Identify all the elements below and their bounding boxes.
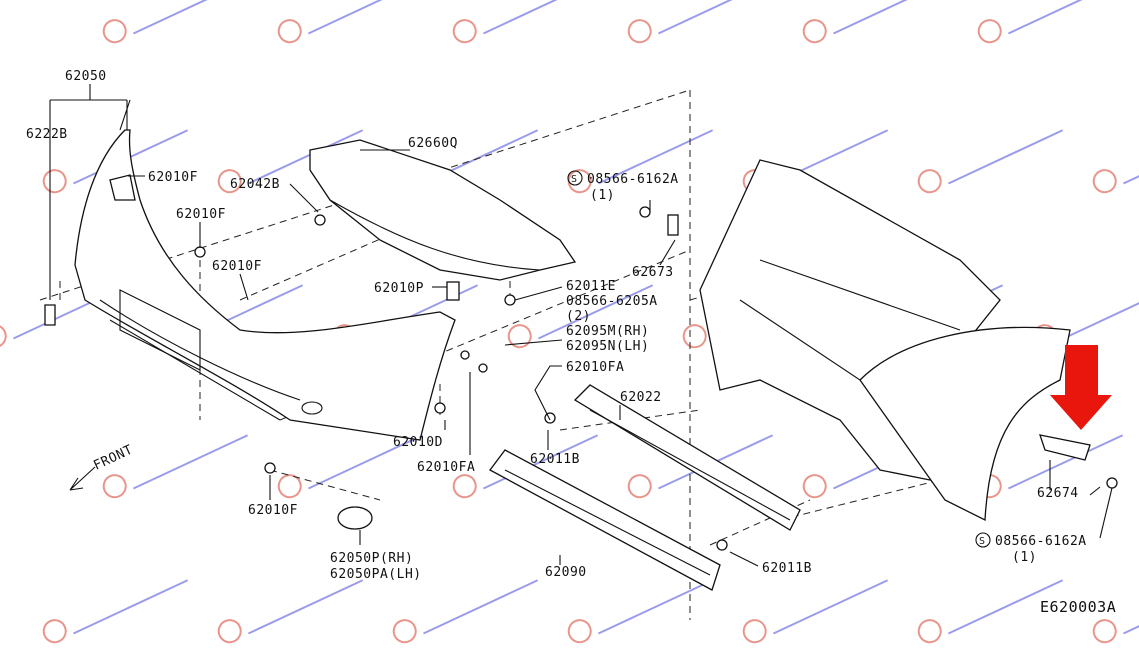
watermark-logo: [217, 129, 364, 194]
label-62010F: 62010F: [148, 170, 198, 185]
label-62042B: 62042B: [230, 177, 280, 192]
label-6222B: 6222B: [26, 127, 68, 142]
label-62050PA: 62050PA(LH): [330, 567, 422, 582]
watermark-logo: [507, 284, 654, 349]
watermark-logo: [1092, 129, 1139, 194]
label-62010D: 62010D: [393, 435, 443, 450]
label-62095N: 62095N(LH): [566, 339, 649, 354]
label-62673: 62673: [632, 265, 674, 280]
diagram-code: E620003A: [1040, 598, 1116, 616]
watermark-logo: [217, 579, 364, 644]
label-62050: 62050: [65, 69, 107, 84]
s-symbol-text: S: [979, 536, 985, 547]
watermark-logo: [102, 0, 249, 44]
watermark-logo: [277, 0, 424, 44]
label-62011B: 62011B: [530, 452, 580, 467]
watermark-logo: [452, 0, 599, 44]
label-62090: 62090: [545, 565, 587, 580]
label-62674: 62674: [1037, 486, 1079, 501]
label-qty: (2): [566, 309, 591, 324]
watermark-logo: [802, 0, 949, 44]
bumper-reinforcement: [573, 384, 801, 531]
label-62660Q: 62660Q: [408, 136, 458, 151]
bracket-62674: [1039, 434, 1118, 496]
watermark-logo: [102, 434, 249, 499]
watermark-logo: [977, 0, 1124, 44]
label-08566-6205A: 08566-6205A: [566, 294, 658, 309]
label-08566-6162A: 08566-6162A: [995, 534, 1087, 549]
label-08566-6162A: 08566-6162A: [587, 172, 679, 187]
watermark-logo: [42, 579, 189, 644]
front-bumper-fascia: [74, 129, 456, 441]
radiator-core-support: [699, 159, 1071, 522]
label-qty: (1): [590, 188, 615, 203]
label-62010FA: 62010FA: [417, 460, 475, 475]
label-62010P: 62010P: [374, 281, 424, 296]
front-direction-label: FRONT: [91, 442, 135, 473]
leader-lines: [49, 84, 1113, 567]
watermark-logo: [392, 579, 539, 644]
watermark-logo: [277, 434, 424, 499]
s-symbol-text: S: [571, 174, 577, 185]
highlight-arrow-icon: [1050, 345, 1112, 430]
label-62010F: 62010F: [212, 259, 262, 274]
s-symbol-icon: [975, 532, 991, 548]
watermark-logo: [917, 579, 1064, 644]
watermark-logo: [452, 434, 599, 499]
label-62011B: 62011B: [762, 561, 812, 576]
radiator-core-upper-cover: [309, 139, 577, 281]
s-symbol-icon: [567, 170, 583, 186]
watermark-logo: [627, 0, 774, 44]
watermark-logo: [917, 129, 1064, 194]
label-qty: (1): [1012, 550, 1037, 565]
label-62010FA: 62010FA: [566, 360, 624, 375]
label-62011E: 62011E: [566, 279, 616, 294]
label-62010F: 62010F: [176, 207, 226, 222]
label-62022: 62022: [620, 390, 662, 405]
watermark-logo: [742, 579, 889, 644]
label-62050P: 62050P(RH): [330, 551, 413, 566]
part-labels: 62050 6222B 62010F 62042B 62660Q 08566-6…: [26, 69, 1116, 616]
label-62010F: 62010F: [248, 503, 298, 518]
label-62095M: 62095M(RH): [566, 324, 649, 339]
watermark-logo: [1092, 579, 1139, 644]
energy-absorber: [489, 449, 721, 591]
watermark-logo: [567, 579, 714, 644]
